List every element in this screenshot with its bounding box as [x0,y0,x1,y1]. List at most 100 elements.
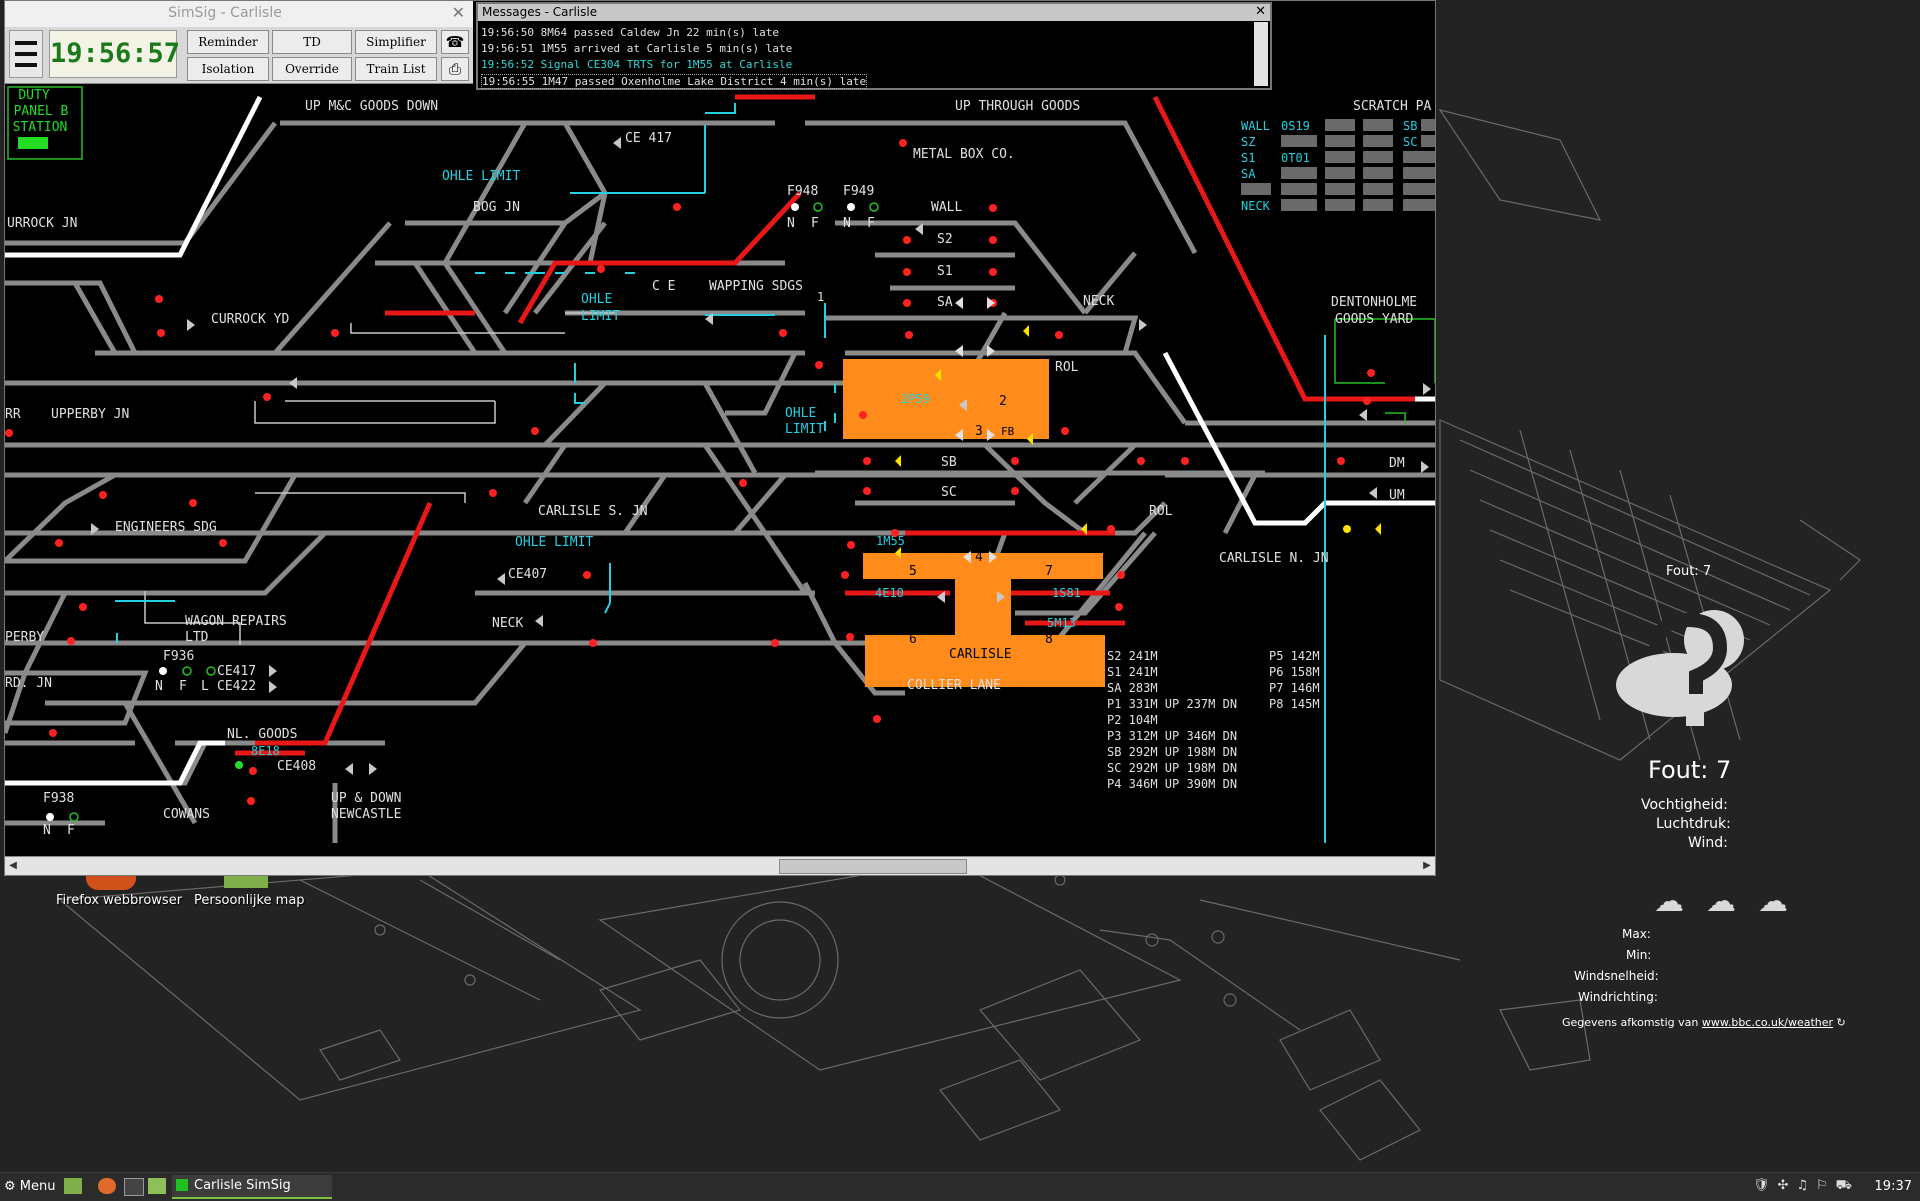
platform-length: SA 283M [1107,681,1158,695]
train-id[interactable]: 8E18 [251,744,280,758]
platform-number: 3 [975,424,983,439]
system-tray-icons[interactable]: 🛡✣♫⚐⛟ [1752,1178,1860,1193]
weather-humidity: Vochtigheid: [1641,797,1728,813]
isolation-button[interactable]: Isolation [187,57,269,81]
weather-wind: Wind: [1688,835,1728,851]
duty-indicator [18,137,48,149]
desktop-icon-label[interactable]: Persoonlijke map [194,893,305,908]
duty-label: STATION [13,120,68,135]
train-id[interactable]: 1S81 [1052,586,1081,600]
files-icon[interactable] [148,1178,166,1194]
signals[interactable] [5,139,1381,822]
scratch-entry[interactable]: 0T01 [1281,151,1310,165]
phone-icon[interactable]: ☎ [441,30,469,54]
location-label: NEWCASTLE [331,807,401,822]
platform-length: S1 241M [1107,665,1158,679]
taskbar-clock[interactable]: 19:37 [1874,1179,1912,1194]
scratch-entry[interactable]: WALL [1241,119,1270,133]
messages-scrollbar[interactable] [1254,22,1268,86]
firefox-icon[interactable] [86,876,136,890]
location-label: NECK [1083,294,1114,309]
horizontal-scrollbar[interactable]: ◀ ▶ [5,856,1435,875]
train-list-button[interactable]: Train List [355,57,437,81]
location-label: CURROCK YD [211,312,289,327]
printer-icon[interactable]: ⎙ [441,57,469,81]
weather-winddir: Windrichting: [1578,990,1658,1004]
platform-number: FB [1001,425,1015,438]
location-label: WAPPING SDGS [709,279,803,294]
hamburger-menu-button[interactable] [9,30,43,78]
platform-length: P8 145M [1269,697,1320,711]
taskbar-app-simsig[interactable]: Carlisle SimSig [172,1175,332,1199]
forecast-icon: ☁ [1706,884,1736,919]
signalling-panel[interactable]: DUTY PANEL B STATION [5,83,1435,857]
route-arrows[interactable] [91,137,1431,775]
simplifier-button[interactable]: Simplifier [355,30,437,54]
refresh-icon[interactable]: ↻ [1833,1016,1846,1029]
location-label: N [843,216,851,231]
message-line: 19:56:55 1M47 passed Oxenholme Lake Dist… [481,74,868,89]
location-label: F [867,216,875,231]
scratch-entry[interactable]: NECK [1241,199,1271,213]
messages-title: Messages - Carlisle [482,5,598,19]
close-icon[interactable]: ✕ [1418,2,1430,18]
location-label: S1 [937,264,953,279]
duty-label: DUTY [18,88,49,103]
firefox-launcher-icon[interactable] [98,1178,116,1194]
desktop-icon-label[interactable]: Firefox webbrowser [56,893,183,908]
berth-arrows[interactable] [955,297,997,563]
terminal-icon[interactable] [124,1178,144,1196]
weather-source: Gegevens afkomstig van www.bbc.co.uk/wea… [1562,1016,1846,1029]
window-title: SimSig - Carlisle [168,5,282,21]
taskbar: ⚙ Menu Carlisle SimSig 🛡✣♫⚐⛟ 19:37 [0,1172,1920,1201]
folder-icon[interactable] [224,876,268,888]
start-menu-button[interactable]: ⚙ Menu [4,1179,56,1194]
reminder-button[interactable]: Reminder [187,30,269,54]
simsig-window[interactable]: SimSig - Carlisle ✕ 19:56:57 Reminder TD… [4,0,1436,876]
ohle-label: LIMIT [785,422,824,437]
messages-window[interactable]: Messages - Carlisle ✕ 19:56:50 8M64 pass… [476,2,1272,90]
location-label: WALL [931,200,962,215]
location-label: ENGINEERS SDG [115,520,217,535]
scroll-right-icon[interactable]: ▶ [1423,860,1431,871]
menu-bar-icon [15,41,37,45]
scratch-entry[interactable]: SB [1403,119,1417,133]
location-label: CE422 [217,679,256,694]
location-label: DM [1389,456,1405,471]
scratch-entry[interactable]: 0S19 [1281,119,1310,133]
close-icon[interactable]: ✕ [1255,4,1266,19]
weather-min: Min: [1626,948,1652,962]
td-interpose-button[interactable]: TD Interpose [272,30,352,71]
train-id[interactable]: 4E10 [875,586,904,600]
messages-titlebar[interactable]: Messages - Carlisle ✕ [478,4,1270,21]
platform-number: 5 [909,564,917,579]
location-label: DENTONHOLME [1331,295,1417,310]
location-label: ROL [1149,504,1173,519]
override-button[interactable]: Override [272,57,352,81]
location-label: UPPERBY JN [51,407,129,422]
scratch-entry[interactable]: SA [1241,167,1256,181]
train-id[interactable]: 2P59 [901,392,930,406]
scratch-entry[interactable]: SZ [1241,135,1255,149]
location-label: NL. GOODS [227,727,297,742]
menu-bar-icon [15,63,37,67]
close-icon[interactable]: ✕ [451,3,465,22]
scroll-left-icon[interactable]: ◀ [9,860,17,871]
simsig-titlebar[interactable]: SimSig - Carlisle ✕ [5,1,473,28]
train-id[interactable]: 1M55 [876,534,905,548]
scratch-entry[interactable]: SC [1403,135,1417,149]
weather-source-link[interactable]: www.bbc.co.uk/weather [1701,1016,1834,1029]
scratch-entry[interactable]: S1 [1241,151,1255,165]
platform-length: P4 346M UP 390M DN [1107,777,1237,791]
platform-number: 6 [909,632,917,647]
scrollbar-thumb[interactable] [779,859,967,874]
weather-small-title: Fout: 7 [1666,564,1712,579]
location-label: S2 [937,232,953,247]
platform-number: 2 [999,394,1007,409]
weather-big-title: Fout: 7 [1648,756,1732,784]
show-desktop-icon[interactable] [64,1178,82,1194]
ohle-lines [115,103,1326,843]
platform-length: SB 292M UP 198M DN [1107,745,1237,759]
train-id[interactable]: 5M13 [1047,616,1076,630]
scratch-pad-grid [1241,119,1435,211]
